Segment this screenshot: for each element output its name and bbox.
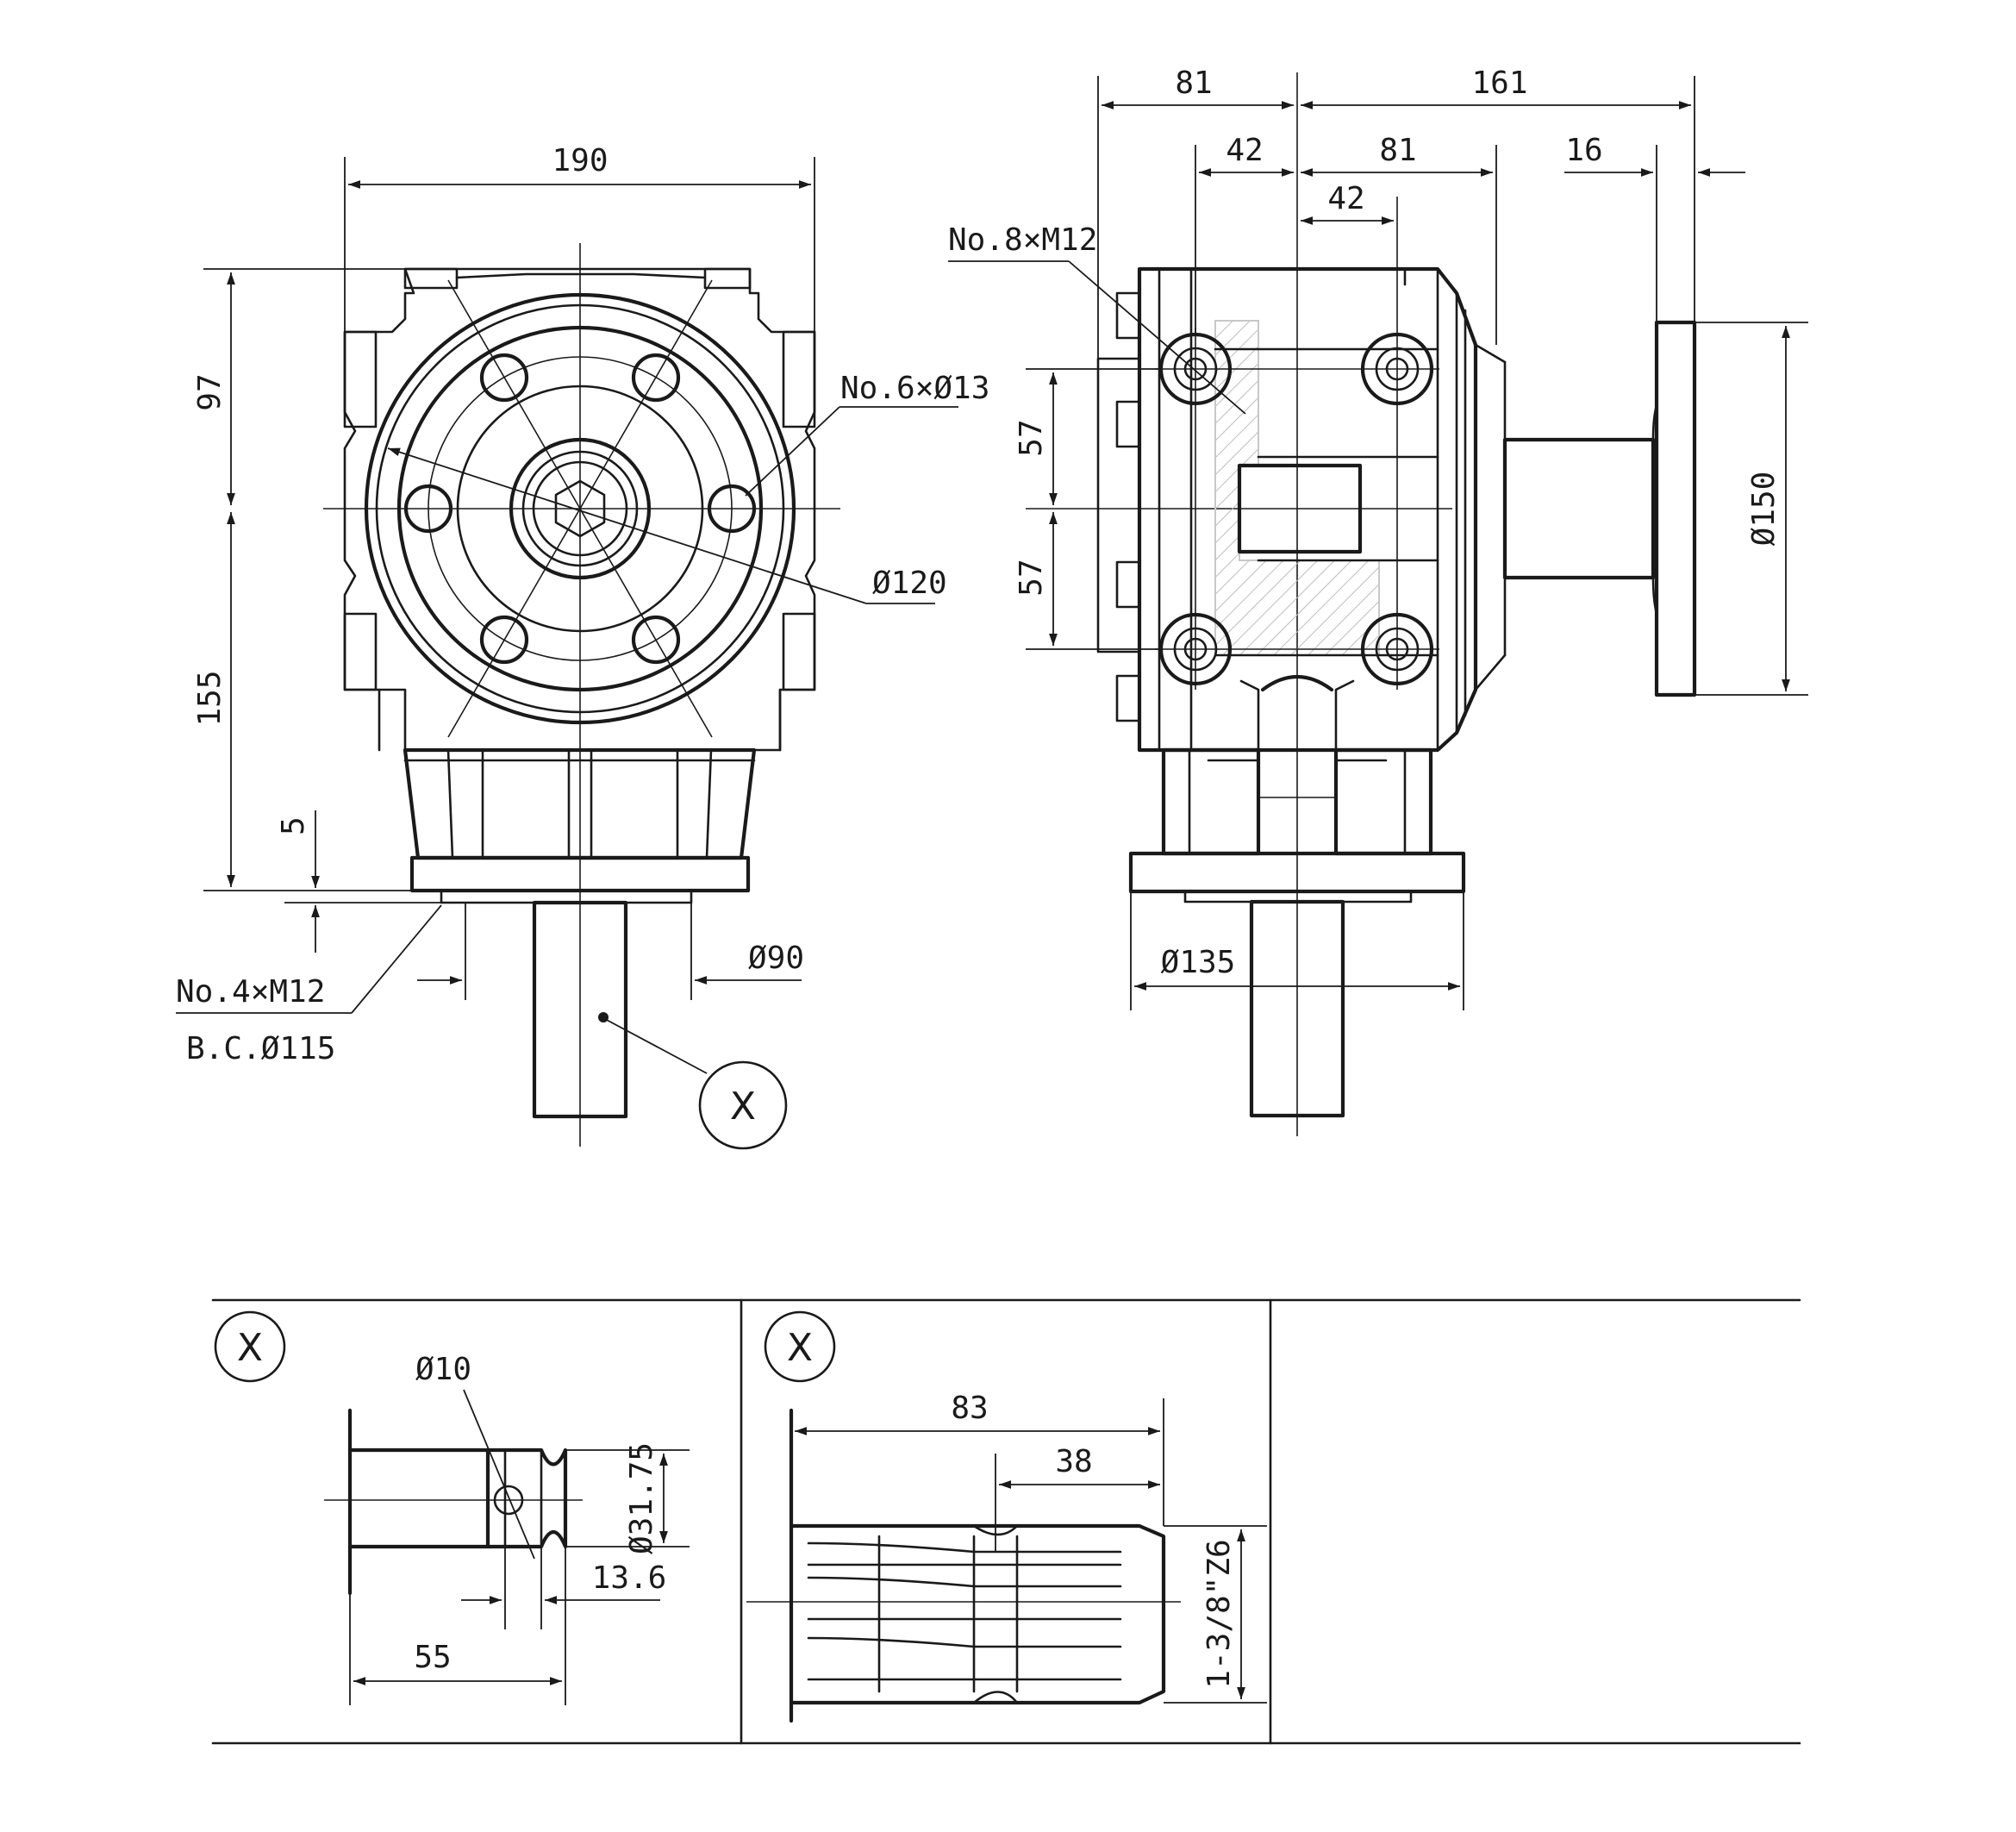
side-view: 81 161 42 81 16 42 No.8×M12 57 57 Ø150	[948, 66, 1808, 1136]
detail-cross-hole: X Ø10 Ø31.75 13.6 55	[214, 1310, 690, 1705]
front-side-boss-upper-left	[343, 330, 378, 428]
bolt-circle-label: B.C.Ø115	[186, 1031, 335, 1066]
side-bolt	[1115, 400, 1141, 448]
detail-cross-ref-circle	[214, 1310, 286, 1383]
bolt-hole	[479, 615, 529, 665]
front-hub-outer	[509, 437, 652, 580]
front-inner-circle	[456, 385, 704, 633]
dia-120-label: Ø120	[872, 566, 947, 601]
front-output-shaft	[532, 900, 628, 1119]
dia-31-75-label: Ø31.75	[624, 1442, 659, 1554]
dia-90-label: Ø90	[748, 941, 804, 976]
dia-10-label: Ø10	[415, 1352, 471, 1387]
front-hex-socket-icon	[554, 479, 606, 538]
bolt-hole	[707, 484, 757, 534]
front-side-boss-lower-left	[343, 612, 378, 691]
dim-57-top-label: 57	[1014, 419, 1049, 456]
side-output-shaft	[1249, 899, 1345, 1118]
front-top-lug-left	[403, 267, 459, 290]
bolt-hole	[479, 353, 529, 403]
front-view: 190 97 155 5 No.6×Ø13 Ø120 Ø90 No.4×M12 …	[176, 143, 989, 1150]
front-top-lug-right	[703, 267, 752, 290]
side-input-flange	[1654, 320, 1697, 697]
dim-42-right-label: 42	[1327, 181, 1364, 216]
dim-81-right-label: 81	[1379, 133, 1416, 168]
dim-81-left-label: 81	[1175, 66, 1212, 101]
dim-97-label: 97	[192, 373, 228, 410]
bolt-hole	[631, 353, 681, 403]
dim-83-label: 83	[951, 1391, 988, 1426]
dim-155-label: 155	[192, 670, 228, 726]
front-bolt-holes	[403, 353, 757, 665]
front-outer-flange-circle	[364, 292, 796, 725]
side-leg-left	[1161, 747, 1261, 856]
detail-spline-ref-label: X	[787, 1326, 813, 1370]
holes-6x13-label: No.6×Ø13	[840, 371, 989, 406]
dim-190-label: 190	[552, 143, 608, 178]
dia-150-label: Ø150	[1746, 472, 1782, 547]
detail-x-callout	[698, 1060, 788, 1150]
front-hub-inner	[532, 460, 628, 557]
front-housing	[343, 267, 816, 752]
holes-8xM12-label: No.8×M12	[948, 222, 1097, 258]
dim-55-label: 55	[414, 1640, 451, 1675]
front-face-circle	[396, 325, 764, 692]
front-hub-ring	[521, 450, 639, 567]
detail-spline: X 83 38 1-3/8"Z6	[746, 1310, 1267, 1723]
front-bolt-circle-120	[428, 356, 733, 661]
side-bolt	[1115, 560, 1141, 609]
front-side-boss-upper-right	[782, 330, 816, 428]
dia-135-label: Ø135	[1161, 945, 1236, 980]
detail-cross-ref-label: X	[237, 1326, 263, 1370]
bolt-hole	[631, 615, 681, 665]
mount-holes-label: No.4×M12	[176, 974, 325, 1010]
dim-13-6-label: 13.6	[592, 1560, 667, 1596]
front-shaft-crosshole	[598, 1012, 609, 1022]
side-window	[1237, 463, 1363, 554]
side-bolt	[1115, 291, 1141, 340]
dim-42-left-label: 42	[1226, 133, 1263, 168]
dim-16-label: 16	[1565, 133, 1602, 168]
side-leg-right	[1333, 747, 1433, 856]
dim-5-label: 5	[276, 816, 311, 835]
dim-38-label: 38	[1055, 1444, 1092, 1479]
dim-57-bottom-label: 57	[1014, 559, 1049, 596]
spline-spec-label: 1-3/8"Z6	[1201, 1539, 1237, 1688]
front-side-boss-lower-right	[782, 612, 816, 691]
front-flange-inner-ring	[375, 303, 785, 714]
detail-spline-ref-circle	[764, 1310, 836, 1383]
dim-161-label: 161	[1471, 66, 1527, 101]
side-bolt	[1115, 674, 1141, 722]
bolt-hole	[403, 484, 453, 534]
side-input-shaft	[1502, 437, 1656, 580]
detail-table	[211, 1298, 1801, 1745]
detail-x-callout-label: X	[730, 1085, 756, 1129]
side-left-block	[1096, 357, 1141, 653]
